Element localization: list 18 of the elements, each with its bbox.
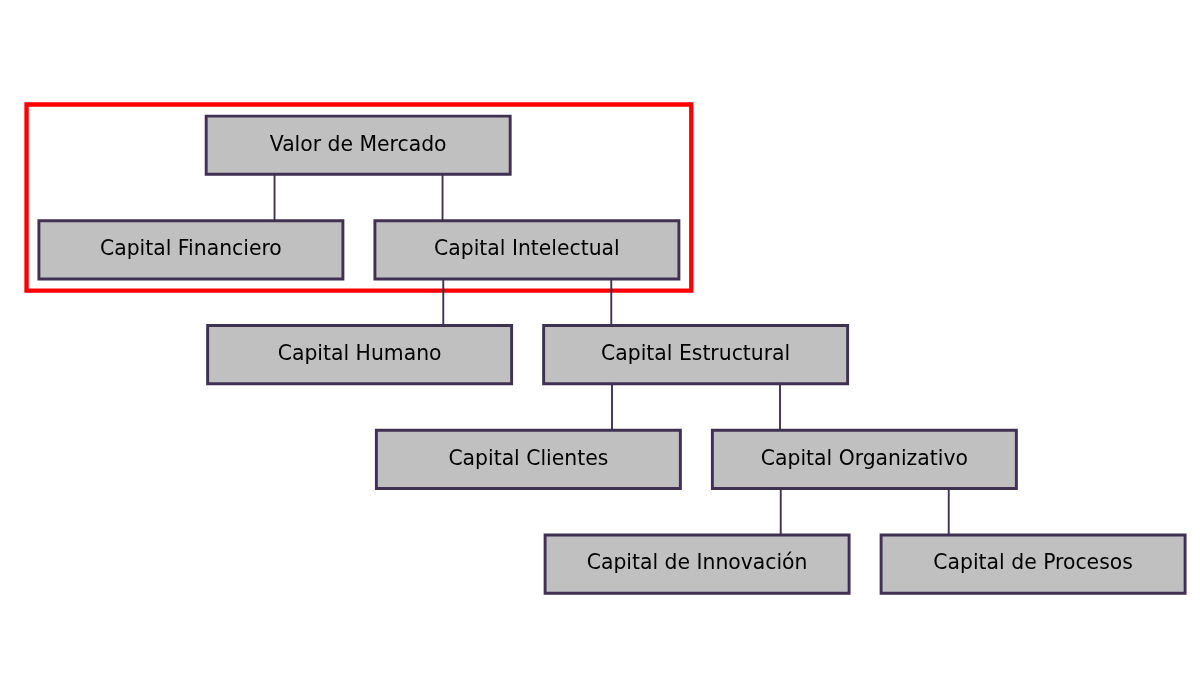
connector (441, 173, 444, 222)
connector (442, 278, 445, 327)
connector (779, 487, 782, 536)
node-box: Capital Organizativo (710, 428, 1018, 490)
connector (610, 278, 613, 327)
connector (273, 173, 276, 222)
node-box: Capital de Procesos (879, 533, 1187, 595)
connector (779, 382, 781, 431)
node-box: Capital Clientes (374, 428, 682, 490)
node-box: Capital Humano (206, 324, 514, 386)
node-box: Capital Estructural (542, 324, 850, 386)
node-box: Capital Intelectual (373, 219, 681, 281)
node-box: Valor de Mercado (204, 114, 512, 176)
connector (947, 487, 950, 536)
cluster (24, 102, 694, 293)
node-box: Capital Financiero (37, 219, 345, 281)
node-box: Capital de Innovación (543, 533, 851, 595)
connector (611, 382, 613, 431)
